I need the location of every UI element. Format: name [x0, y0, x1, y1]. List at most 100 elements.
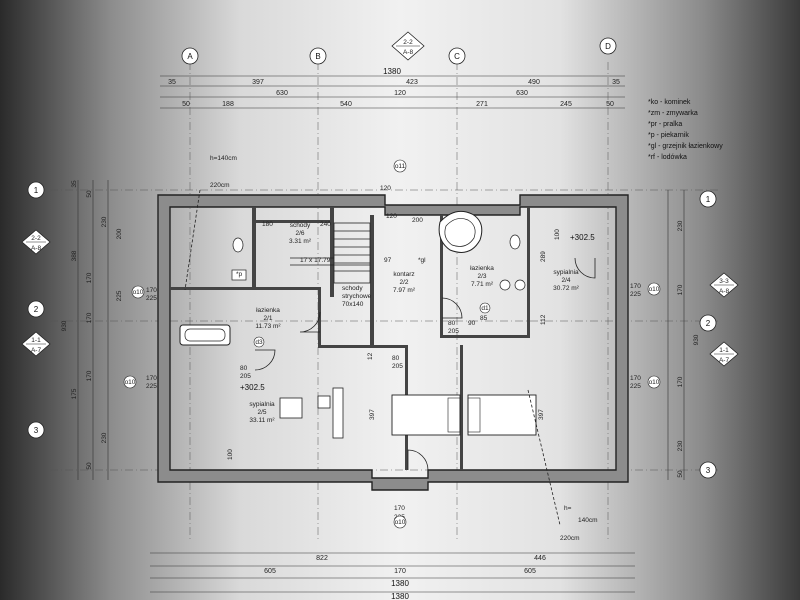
- svg-text:50: 50: [86, 462, 93, 470]
- svg-text:o10: o10: [125, 379, 136, 386]
- svg-text:170: 170: [630, 375, 641, 382]
- room-lazienka-2-3: łazienka 2/3 7.71 m²: [470, 265, 494, 288]
- svg-text:170: 170: [86, 272, 93, 283]
- svg-text:łazienka: łazienka: [256, 307, 280, 314]
- svg-text:o10: o10: [649, 379, 660, 386]
- svg-text:d3: d3: [255, 339, 263, 346]
- dim-top-630-right: 630: [516, 90, 528, 97]
- svg-text:120: 120: [386, 213, 397, 220]
- bed-right: [467, 394, 537, 436]
- svg-text:80: 80: [448, 320, 456, 327]
- svg-text:2/5: 2/5: [257, 409, 266, 416]
- svg-text:97: 97: [384, 257, 392, 264]
- dim-top-50-left: 50: [182, 101, 190, 108]
- svg-text:7.97 m²: 7.97 m²: [393, 287, 416, 294]
- svg-text:230: 230: [677, 440, 684, 451]
- svg-text:170: 170: [394, 505, 405, 512]
- svg-text:h=: h=: [564, 505, 572, 512]
- stairs: [290, 222, 371, 284]
- room-schody: schody 2/6 3.31 m²: [289, 222, 312, 245]
- svg-text:289: 289: [540, 251, 547, 262]
- svg-text:d1: d1: [481, 305, 489, 312]
- dim-top-423: 423: [406, 79, 418, 86]
- svg-text:822: 822: [316, 555, 328, 562]
- svg-text:230: 230: [677, 220, 684, 231]
- legend-item-rf: *rf - lodówka: [648, 154, 687, 161]
- svg-text:o11: o11: [395, 163, 406, 170]
- svg-text:2/2: 2/2: [399, 279, 408, 286]
- svg-text:1380: 1380: [391, 592, 409, 600]
- svg-text:200: 200: [412, 217, 423, 224]
- svg-text:2-2: 2-2: [31, 235, 41, 242]
- svg-text:+302.5: +302.5: [240, 383, 265, 392]
- svg-text:205: 205: [392, 363, 403, 370]
- svg-text:sypialnia: sypialnia: [553, 269, 579, 276]
- svg-text:397: 397: [538, 409, 545, 420]
- svg-text:170: 170: [677, 376, 684, 387]
- svg-text:schody: schody: [290, 222, 311, 229]
- svg-text:220cm: 220cm: [560, 535, 580, 542]
- svg-text:11.73 m²: 11.73 m²: [255, 323, 281, 330]
- axis-label-2-left: 2: [34, 305, 39, 314]
- svg-text:h=140cm: h=140cm: [210, 155, 237, 162]
- svg-text:230: 230: [101, 216, 108, 227]
- section-marker-top: 2-2 A-8: [391, 31, 425, 61]
- svg-text:70x140: 70x140: [342, 301, 364, 308]
- svg-text:225: 225: [630, 383, 641, 390]
- section-marker-left-lower: 1-1 A-7: [21, 331, 51, 357]
- top-dimension-strings: 1380 35 35 397 423 490 630 120 630 50 18…: [160, 67, 625, 109]
- svg-text:170: 170: [146, 287, 157, 294]
- svg-text:o10: o10: [395, 519, 406, 526]
- legend: *ko - kominek *zm - zmywarka *pr - pralk…: [648, 99, 723, 161]
- svg-text:220cm: 220cm: [210, 182, 230, 189]
- svg-text:2/1: 2/1: [263, 315, 272, 322]
- svg-text:225: 225: [630, 291, 641, 298]
- room-lazienka-2-1: łazienka 2/1 11.73 m²: [255, 307, 281, 330]
- axis-label-d: D: [605, 42, 611, 51]
- svg-text:120: 120: [380, 185, 391, 192]
- svg-text:100: 100: [227, 449, 234, 460]
- svg-text:A-8: A-8: [719, 288, 730, 295]
- legend-item-pr: *pr - pralka: [648, 121, 682, 128]
- dim-top-120: 120: [394, 90, 406, 97]
- svg-text:o10: o10: [649, 286, 660, 293]
- dim-top-50-right: 50: [606, 101, 614, 108]
- svg-text:388: 388: [71, 250, 78, 261]
- dim-top-245: 245: [560, 101, 572, 108]
- room-sypialnia-2-5: sypialnia 2/5 33.11 m²: [249, 401, 275, 424]
- dim-top-end-left: 35: [168, 79, 176, 86]
- svg-text:sypialnia: sypialnia: [249, 401, 275, 408]
- svg-text:605: 605: [524, 568, 536, 575]
- axis-label-a: A: [187, 52, 193, 61]
- svg-text:205: 205: [240, 373, 251, 380]
- svg-text:930: 930: [61, 320, 68, 331]
- svg-text:170: 170: [630, 283, 641, 290]
- axis-label-2-right: 2: [706, 319, 711, 328]
- svg-text:schody: schody: [342, 285, 363, 292]
- svg-text:230: 230: [101, 432, 108, 443]
- svg-text:397: 397: [369, 409, 376, 420]
- dim-top-188: 188: [222, 101, 234, 108]
- svg-text:3-3: 3-3: [719, 278, 729, 285]
- svg-text:3.31 m²: 3.31 m²: [289, 238, 312, 245]
- svg-text:180: 180: [262, 221, 273, 228]
- dim-top-630-left: 630: [276, 90, 288, 97]
- legend-item-ko: *ko - kominek: [648, 99, 691, 106]
- bottom-dimension-strings: 822 446 605 170 605 1380 1380: [150, 552, 635, 600]
- svg-text:1-1: 1-1: [31, 337, 41, 344]
- svg-text:1-1: 1-1: [719, 347, 729, 354]
- svg-text:1380: 1380: [391, 579, 409, 588]
- room-kontarz: kontarz 2/2 7.97 m²: [393, 271, 416, 294]
- axis-label-1-left: 1: [34, 186, 39, 195]
- svg-text:17 x 17.79: 17 x 17.79: [300, 257, 331, 264]
- svg-text:2/4: 2/4: [561, 277, 570, 284]
- svg-text:170: 170: [86, 312, 93, 323]
- svg-text:7.71 m²: 7.71 m²: [471, 281, 494, 288]
- svg-text:+302.5: +302.5: [570, 233, 595, 242]
- svg-text:140cm: 140cm: [578, 517, 598, 524]
- desk-left: [279, 387, 344, 439]
- dim-top-end-right: 35: [612, 79, 620, 86]
- axis-label-3-left: 3: [34, 426, 39, 435]
- legend-item-zm: *zm - zmywarka: [648, 110, 698, 117]
- left-dimension-strings: 35 50 388 170 175 170 170 50 230 200 930…: [61, 180, 123, 480]
